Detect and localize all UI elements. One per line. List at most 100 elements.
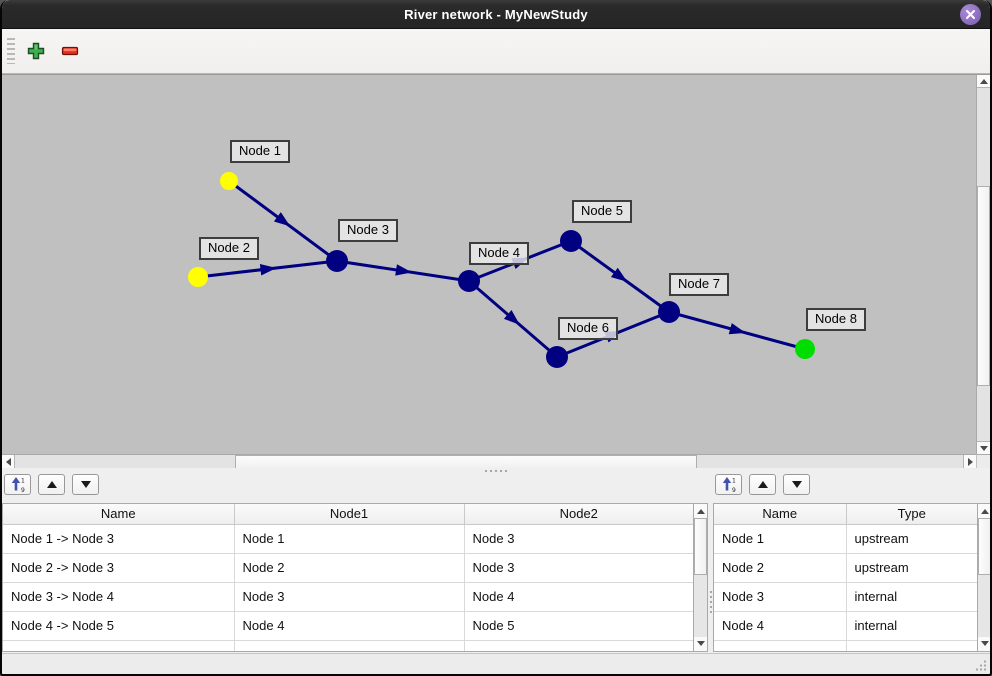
column-header[interactable]: Name	[714, 504, 847, 525]
edge-arrow-icon	[395, 264, 412, 276]
sort-button[interactable]: 1 9	[4, 474, 31, 495]
links-table-scrollbar[interactable]	[693, 503, 708, 652]
network-node[interactable]	[658, 301, 680, 323]
scroll-trough[interactable]	[694, 575, 707, 638]
table-cell[interactable]: Node 2 -> Node 3	[3, 552, 235, 583]
table-cell[interactable]: Node 2	[233, 552, 465, 583]
minus-icon	[61, 46, 79, 56]
table-cell[interactable]: Node 4	[714, 610, 847, 641]
scroll-down-button[interactable]	[977, 441, 990, 454]
move-up-button[interactable]	[749, 474, 776, 495]
scroll-down-button[interactable]	[694, 637, 707, 650]
column-header[interactable]: Node2	[463, 504, 693, 525]
table-cell[interactable]: Node 3	[463, 523, 693, 554]
down-triangle-icon	[791, 481, 802, 488]
resize-grip-icon[interactable]	[976, 660, 987, 671]
column-header[interactable]: Name	[3, 504, 235, 525]
add-button[interactable]	[23, 38, 49, 64]
nodes-table-scrollbar[interactable]	[977, 503, 990, 652]
scroll-down-button[interactable]	[978, 637, 990, 650]
table-cell[interactable]: Node 4	[463, 581, 693, 612]
network-node[interactable]	[220, 172, 238, 190]
remove-button[interactable]	[57, 38, 83, 64]
network-node[interactable]	[458, 270, 480, 292]
scroll-right-button[interactable]	[963, 455, 976, 469]
table-scroll-handle[interactable]	[978, 518, 990, 575]
canvas-vertical-scrollbar[interactable]	[976, 75, 990, 454]
network-node[interactable]	[560, 230, 582, 252]
table-cell[interactable]: upstream	[845, 523, 977, 554]
arrow-down-icon	[980, 641, 989, 646]
sort-button[interactable]: 1 9	[715, 474, 742, 495]
network-node[interactable]	[546, 346, 568, 368]
table-cell[interactable]: Node 2	[714, 552, 847, 583]
scroll-left-button[interactable]	[2, 455, 15, 469]
arrow-right-icon	[967, 458, 973, 466]
table-cell[interactable]: Node 1	[233, 523, 465, 554]
scroll-up-button[interactable]	[977, 75, 990, 88]
table-cell[interactable]: internal	[845, 610, 977, 641]
svg-text:1: 1	[732, 478, 736, 485]
table-cell[interactable]: Node 3	[233, 581, 465, 612]
arrow-up-icon	[979, 78, 988, 84]
empty-row	[3, 639, 693, 651]
sort-ascending-icon: 1 9	[11, 477, 25, 492]
table-cell[interactable]: Node 5	[463, 610, 693, 641]
scroll-trough[interactable]	[978, 575, 990, 638]
network-node[interactable]	[326, 250, 348, 272]
move-down-button[interactable]	[72, 474, 99, 495]
scrollbar-corner	[976, 454, 990, 469]
table-cell[interactable]: internal	[845, 581, 977, 612]
vertical-scroll-handle[interactable]	[977, 186, 990, 386]
arrow-up-icon	[696, 509, 705, 514]
down-triangle-icon	[80, 481, 91, 488]
arrow-left-icon	[5, 458, 11, 466]
table-cell[interactable]: Node 3	[463, 552, 693, 583]
table-cell[interactable]: Node 1	[714, 523, 847, 554]
arrow-down-icon	[979, 445, 988, 451]
up-triangle-icon	[46, 481, 57, 488]
horizontal-scroll-handle[interactable]	[235, 455, 697, 469]
scroll-up-button[interactable]	[978, 505, 990, 518]
column-header[interactable]: Type	[845, 504, 977, 525]
toolbar-grip[interactable]	[7, 38, 15, 64]
vertical-splitter[interactable]	[708, 552, 713, 652]
window-title: River network - MyNewStudy	[404, 6, 588, 22]
horizontal-splitter[interactable]	[2, 468, 990, 474]
table-cell[interactable]: upstream	[845, 552, 977, 583]
main-toolbar	[2, 29, 990, 74]
network-node[interactable]	[795, 339, 815, 359]
table-cell[interactable]: Node 4	[233, 610, 465, 641]
sort-ascending-icon: 1 9	[722, 477, 736, 492]
nodes-panel-toolbar: 1 9	[715, 474, 810, 496]
table-scroll-handle[interactable]	[694, 518, 707, 575]
edge-arrow-icon	[503, 310, 520, 325]
close-button[interactable]	[960, 4, 981, 25]
column-header[interactable]: Node1	[233, 504, 465, 525]
move-down-button[interactable]	[783, 474, 810, 495]
table-cell[interactable]: Node 3	[714, 581, 847, 612]
canvas-horizontal-scrollbar[interactable]	[2, 454, 976, 469]
move-up-button[interactable]	[38, 474, 65, 495]
svg-text:9: 9	[21, 487, 25, 492]
table-cell[interactable]: Node 4 -> Node 5	[3, 610, 235, 641]
table-cell[interactable]: Node 3 -> Node 4	[3, 581, 235, 612]
network-node[interactable]	[188, 267, 208, 287]
table-cell[interactable]: Node 1 -> Node 3	[3, 523, 235, 554]
scroll-up-button[interactable]	[694, 505, 707, 518]
